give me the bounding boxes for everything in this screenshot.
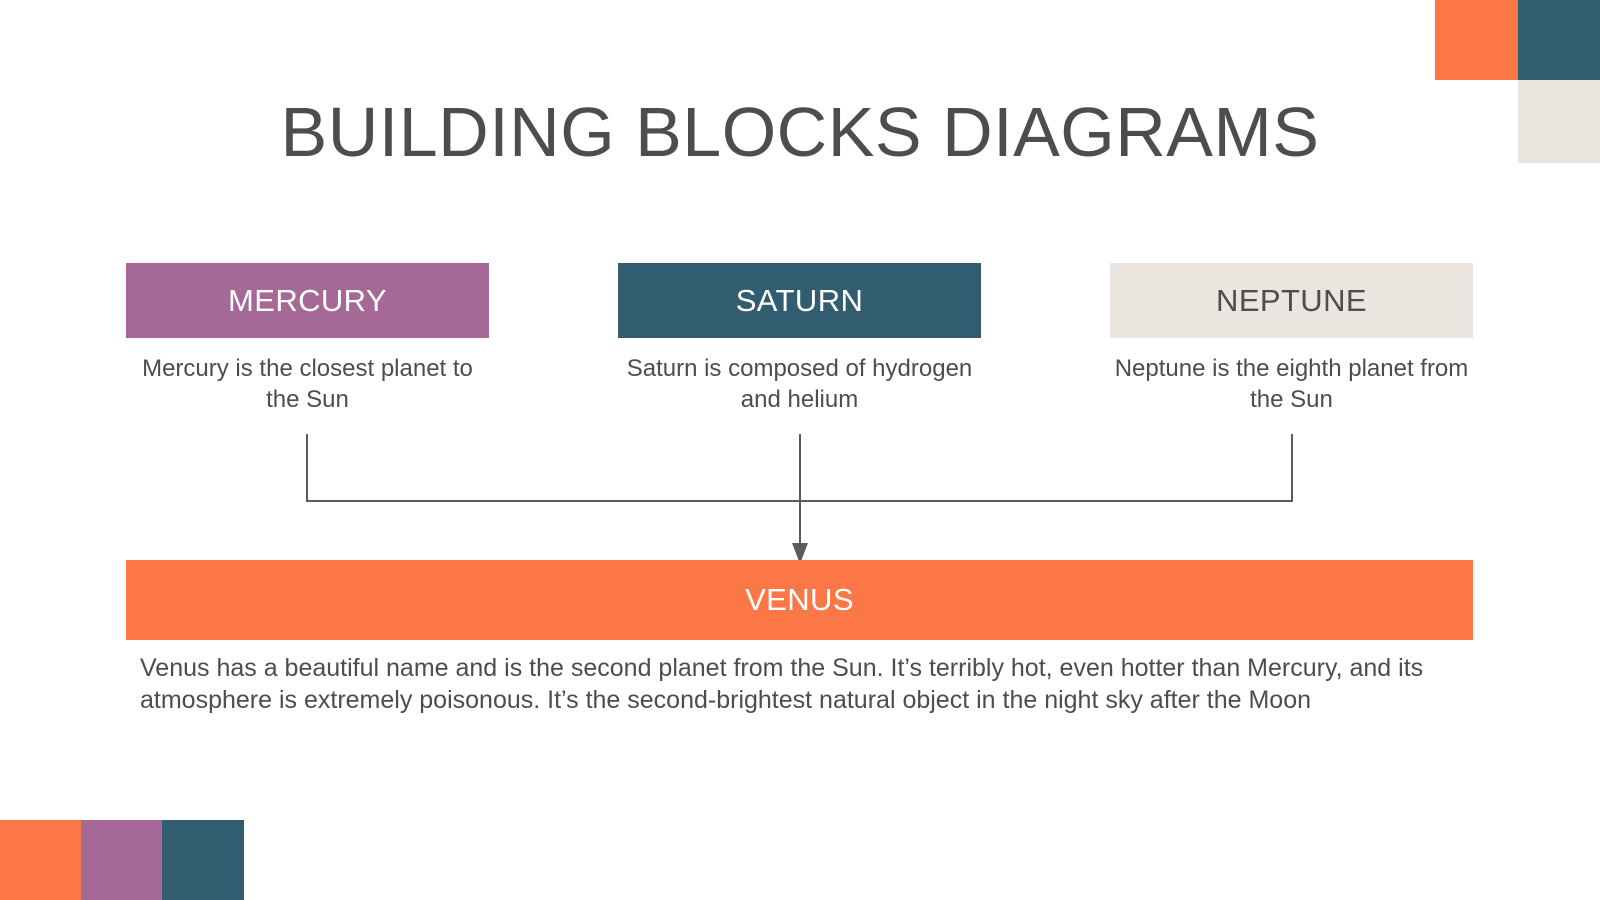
result-block-paragraph: Venus has a beautiful name and is the se… — [140, 654, 1424, 714]
decoration-top-right-teal-square — [1518, 0, 1600, 80]
building-block-caption-saturn: Saturn is composed of hydrogen and heliu… — [626, 355, 973, 413]
page-title: BUILDING BLOCKS DIAGRAMS — [280, 93, 1320, 171]
building-block-neptune[interactable]: NEPTUNE — [1110, 263, 1473, 338]
decoration-top-right-beige-square — [1518, 80, 1600, 163]
connector-line-right-vertical — [1291, 434, 1293, 502]
building-block-label: MERCURY — [228, 282, 387, 318]
building-block-caption-neptune: Neptune is the eighth planet from the Su… — [1114, 355, 1469, 413]
arrow-down-icon — [792, 543, 808, 564]
decoration-top-right-orange-square — [1435, 0, 1518, 80]
result-block-label: VENUS — [745, 582, 854, 617]
building-block-label: SATURN — [735, 282, 864, 318]
building-block-label: NEPTUNE — [1216, 282, 1367, 318]
result-block-venus[interactable]: VENUS — [126, 560, 1473, 640]
building-block-mercury[interactable]: MERCURY — [126, 263, 489, 338]
decoration-bottom-left-teal-square — [162, 820, 244, 900]
connector-line-center-vertical — [799, 434, 801, 546]
connector-line-left-vertical — [306, 434, 308, 502]
decoration-bottom-left-orange-square — [0, 820, 81, 900]
building-block-saturn[interactable]: SATURN — [618, 263, 981, 338]
decoration-bottom-left-purple-square — [81, 820, 162, 900]
building-block-caption-mercury: Mercury is the closest planet to the Sun — [142, 355, 473, 413]
